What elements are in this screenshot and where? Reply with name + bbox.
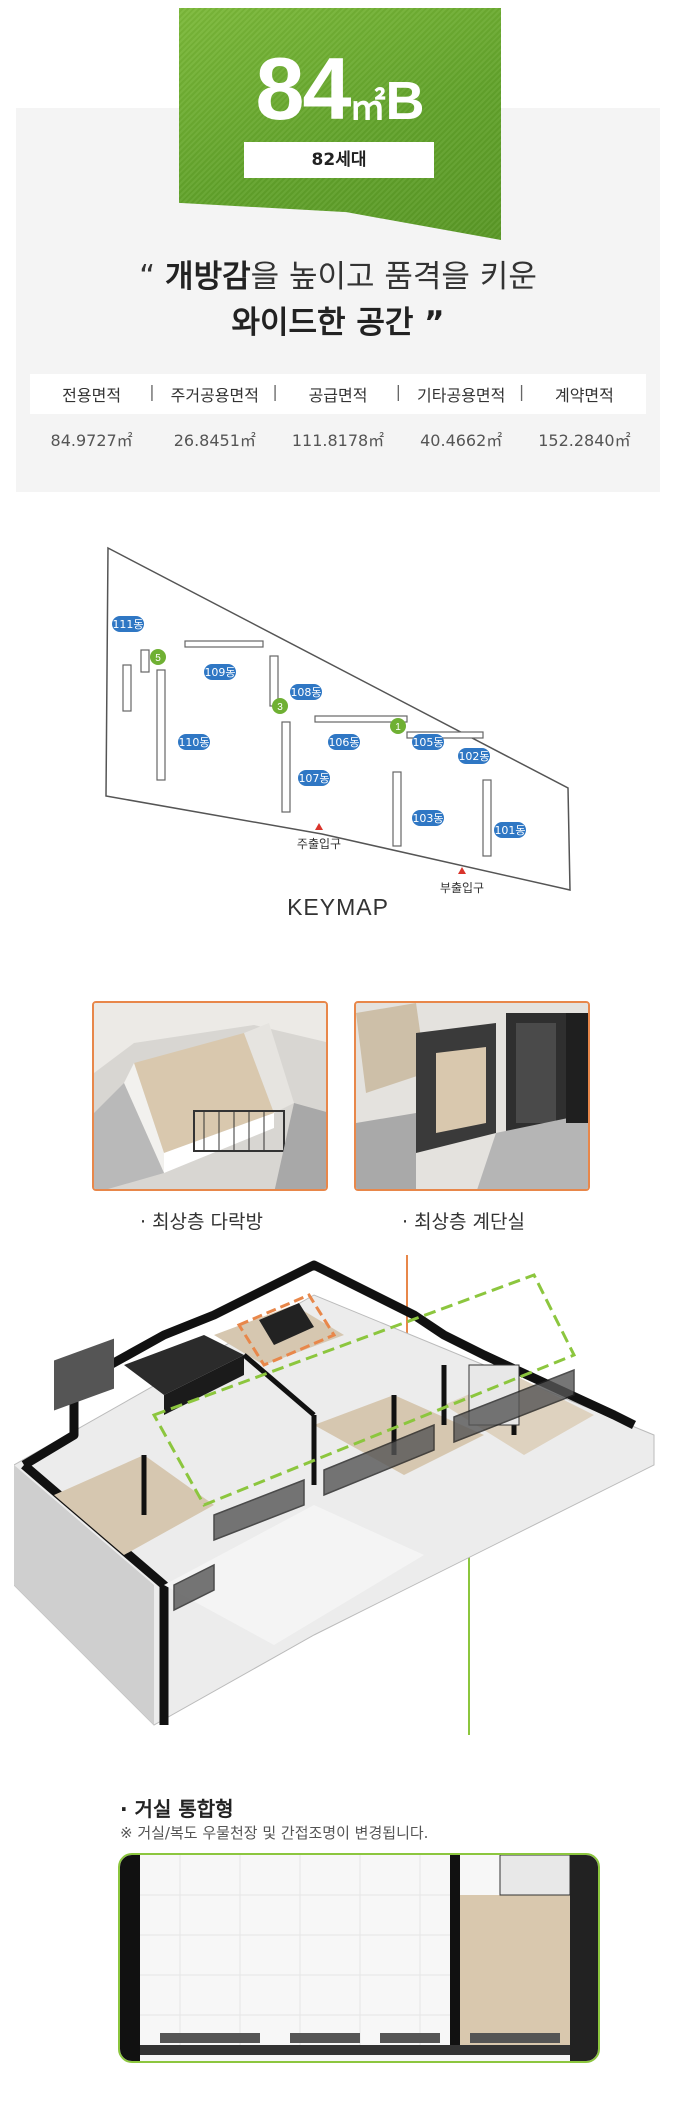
slogan-highlight-2: 와이드한 공간: [231, 305, 414, 341]
unit-type-badge: 84㎡B 82세대: [179, 8, 501, 240]
slogan-quote-open: “: [139, 259, 166, 295]
marker-label: 3: [277, 702, 283, 713]
living-highlight: [151, 1273, 577, 1507]
building-label: 105동: [412, 736, 443, 749]
area-table-header: 전용면적 주거공용면적 공급면적 기타공용면적 계약면적: [30, 374, 646, 414]
keymap-title: KEYMAP: [287, 894, 389, 920]
stairwell-image: [356, 1003, 588, 1189]
slogan-line-2: 와이드한 공간 ”: [0, 300, 676, 346]
area-header-cell: 공급면적: [272, 382, 399, 406]
building-label: 109동: [204, 666, 235, 679]
living-plan-image: [120, 1855, 598, 2061]
unit-type-unit: ㎡: [349, 86, 386, 127]
area-value-cell: 40.4662㎡: [420, 431, 503, 450]
building-label: 103동: [412, 812, 443, 825]
slogan: “ 개방감을 높이고 품격을 키운 와이드한 공간 ”: [0, 254, 676, 346]
stairwell-highlight: [236, 1293, 337, 1367]
isometric-floor-plan: [14, 1255, 655, 1735]
area-table-values: 84.9727㎡ 26.8451㎡ 111.8178㎡ 40.4662㎡ 152…: [30, 424, 646, 454]
building-label: 101동: [494, 824, 525, 837]
attic-photo: [92, 1001, 328, 1191]
attic-room-image: [94, 1003, 326, 1189]
area-header-cell: 주거공용면적: [149, 382, 276, 406]
unit-type-title: 84㎡B: [179, 38, 501, 140]
marker-label: 1: [395, 722, 401, 733]
unit-type-letter: B: [385, 71, 425, 131]
area-value-cell: 111.8178㎡: [291, 431, 385, 450]
keymap-markers: 5 3 1: [150, 649, 406, 734]
building-label: 108동: [290, 686, 321, 699]
attic-label: · 최상층 다락방: [140, 1211, 263, 1233]
keymap-site-plan: 5 3 1 111동 109동 108동 110동 106동 105동 102동…: [105, 546, 571, 895]
unit-type-number: 84: [255, 39, 352, 138]
building-label: 111동: [112, 618, 143, 631]
stairwell-label: · 최상층 계단실: [402, 1211, 525, 1233]
area-header-cell: 계약면적: [519, 382, 646, 406]
marker-label: 5: [155, 653, 161, 664]
building-label: 102동: [458, 750, 489, 763]
living-option-title: · 거실 통합형: [120, 1797, 234, 1821]
slogan-highlight-1: 개방감: [165, 259, 251, 295]
living-option-note: ※ 거실/복도 우물천장 및 간접조명이 변경됩니다.: [120, 1824, 429, 1842]
keymap-entrances: 주출입구 부출입구: [297, 823, 484, 895]
building-label: 106동: [328, 736, 359, 749]
area-value-cell: 152.2840㎡: [538, 431, 631, 450]
entrance-label: 주출입구: [297, 837, 341, 851]
slogan-text-1: 을 높이고 품격을 키운: [250, 259, 537, 295]
area-header-cell: 전용면적: [62, 386, 122, 405]
slogan-line-1: “ 개방감을 높이고 품격을 키운: [0, 254, 676, 300]
area-value-cell: 26.8451㎡: [173, 431, 256, 450]
area-header-cell: 기타공용면적: [396, 382, 523, 406]
households-count: 82세대: [244, 142, 434, 178]
slogan-quote-close: ”: [413, 305, 445, 341]
building-label: 110동: [178, 736, 209, 749]
stairwell-photo: [354, 1001, 590, 1191]
building-label: 107동: [298, 772, 329, 785]
living-integrated-plan: [118, 1853, 600, 2063]
entrance-label: 부출입구: [440, 881, 484, 895]
area-value-cell: 84.9727㎡: [50, 431, 133, 450]
